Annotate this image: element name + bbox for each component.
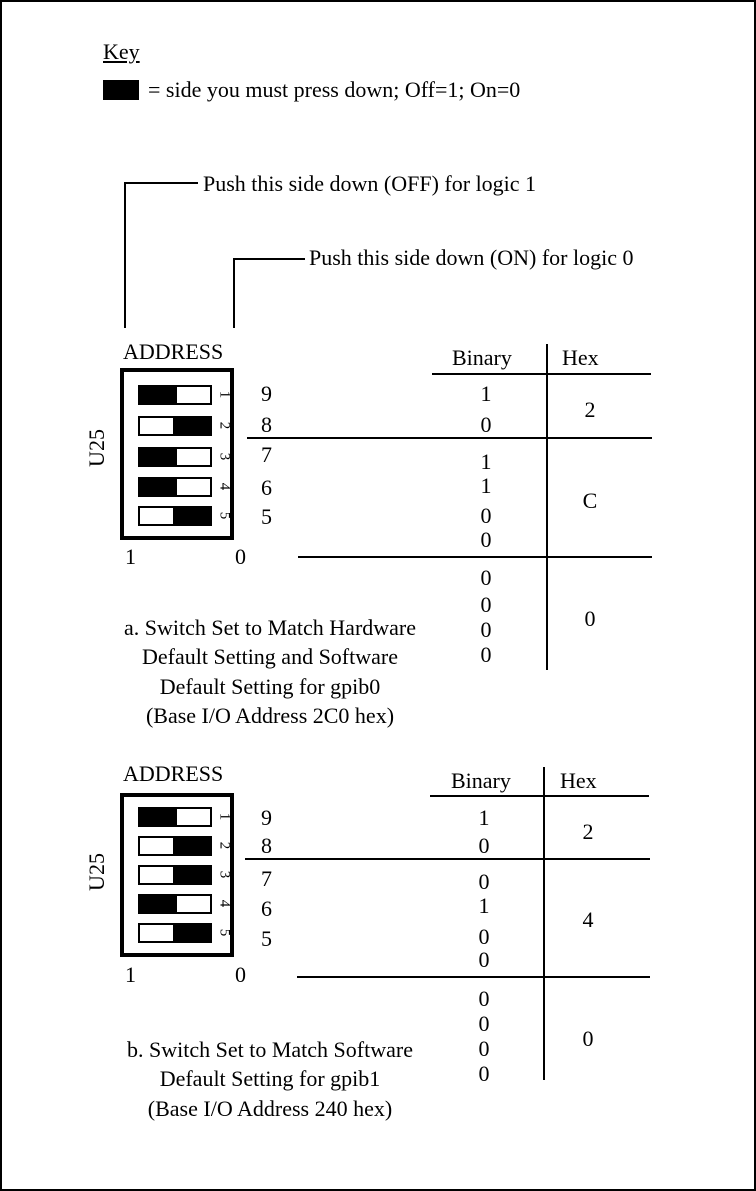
switch-number: 3 xyxy=(216,452,233,461)
callout-off-leader xyxy=(124,182,198,184)
caption-line: Default Setting and Software xyxy=(142,644,398,669)
caption-line: (Base I/O Address 2C0 hex) xyxy=(145,703,395,728)
binary-bit: 1 xyxy=(478,805,490,830)
switch-number: 4 xyxy=(216,899,233,908)
switch-number: 2 xyxy=(216,421,233,430)
scale-left-label: 1 xyxy=(125,962,136,987)
hex-header: Hex xyxy=(560,768,597,793)
switch-number: 1 xyxy=(216,812,233,821)
switch-number: 2 xyxy=(216,841,233,850)
address-bit-label: 7 xyxy=(261,442,272,467)
address-label: ADDRESS xyxy=(123,339,224,364)
binary-bit: 0 xyxy=(480,527,492,552)
callout-on-leader xyxy=(233,258,235,328)
caption-line: Default Setting for gpib0 xyxy=(159,674,381,699)
address-bit-label: 5 xyxy=(261,504,272,529)
group-divider xyxy=(298,556,652,558)
binary-bit: 0 xyxy=(478,869,490,894)
dip-switch-5[interactable] xyxy=(138,506,212,526)
binary-bit: 0 xyxy=(478,924,490,949)
switch-number: 4 xyxy=(216,482,233,491)
scale-right-label: 0 xyxy=(235,544,246,569)
address-bit-label: 6 xyxy=(261,896,272,921)
dip-switch-4[interactable] xyxy=(138,894,212,914)
address-bit-label: 8 xyxy=(261,412,272,437)
binary-header: Binary xyxy=(452,345,512,370)
binary-bit: 0 xyxy=(478,986,490,1011)
address-bit-label: 9 xyxy=(261,381,272,406)
dip-switch-1[interactable] xyxy=(138,807,212,827)
dip-switch-block: 1 2 3 4 5 xyxy=(120,793,234,957)
address-bit-label: 7 xyxy=(261,866,272,891)
address-label: ADDRESS xyxy=(123,761,224,786)
binary-bit: 1 xyxy=(480,381,492,406)
callout-off-label: Push this side down (OFF) for logic 1 xyxy=(203,171,537,196)
binary-bit: 0 xyxy=(478,1061,490,1086)
binary-bit: 0 xyxy=(478,833,490,858)
hex-digit: C xyxy=(582,488,598,513)
caption-line: Default Setting for gpib1 xyxy=(159,1066,381,1091)
dip-switch-2[interactable] xyxy=(138,416,212,436)
table-column-divider xyxy=(546,344,548,670)
group-divider xyxy=(245,858,650,860)
binary-bit: 0 xyxy=(480,617,492,642)
switch-number: 5 xyxy=(216,511,233,520)
callout-on-leader xyxy=(233,258,305,260)
binary-header: Binary xyxy=(451,768,511,793)
address-bit-label: 6 xyxy=(261,475,272,500)
address-bit-label: 8 xyxy=(261,833,272,858)
hex-digit: 0 xyxy=(582,1026,594,1051)
caption-line: b. Switch Set to Match Software xyxy=(127,1037,413,1062)
key-title: Key xyxy=(103,39,140,64)
dip-switch-5[interactable] xyxy=(138,923,212,943)
binary-bit: 0 xyxy=(480,592,492,617)
group-divider xyxy=(247,437,652,439)
binary-bit: 0 xyxy=(478,947,490,972)
table-column-divider xyxy=(543,767,545,1080)
scale-right-label: 0 xyxy=(235,962,246,987)
binary-bit: 0 xyxy=(478,1036,490,1061)
dip-switch-3[interactable] xyxy=(138,865,212,885)
binary-bit: 0 xyxy=(480,565,492,590)
switch-number: 1 xyxy=(216,390,233,399)
binary-bit: 0 xyxy=(478,1011,490,1036)
binary-bit: 1 xyxy=(480,473,492,498)
caption-line: a. Switch Set to Match Hardware xyxy=(123,615,417,640)
binary-bit: 1 xyxy=(478,893,490,918)
binary-bit: 1 xyxy=(480,449,492,474)
callout-on-label: Push this side down (ON) for logic 0 xyxy=(309,245,634,270)
dip-switch-block: 1 2 3 4 5 xyxy=(120,368,234,540)
dip-switch-1[interactable] xyxy=(138,385,212,405)
switch-number: 3 xyxy=(216,870,233,879)
dip-switch-3[interactable] xyxy=(138,447,212,467)
group-divider xyxy=(297,976,650,978)
hex-digit: 4 xyxy=(582,907,594,932)
binary-bit: 0 xyxy=(480,642,492,667)
address-bit-label: 5 xyxy=(261,926,272,951)
hex-header: Hex xyxy=(562,345,599,370)
chip-label: U25 xyxy=(83,853,109,891)
chip-label: U25 xyxy=(83,429,109,467)
table-header-rule xyxy=(430,795,649,797)
dip-switch-2[interactable] xyxy=(138,836,212,856)
binary-bit: 0 xyxy=(480,503,492,528)
scale-left-label: 1 xyxy=(125,544,136,569)
hex-digit: 2 xyxy=(582,819,594,844)
caption-line: (Base I/O Address 240 hex) xyxy=(147,1096,393,1121)
binary-bit: 0 xyxy=(480,412,492,437)
dip-switch-4[interactable] xyxy=(138,477,212,497)
key-description: = side you must press down; Off=1; On=0 xyxy=(148,77,521,102)
address-bit-label: 9 xyxy=(261,805,272,830)
table-header-rule xyxy=(432,373,651,375)
hex-digit: 0 xyxy=(584,606,596,631)
key-pressed-side-swatch xyxy=(103,80,139,100)
hex-digit: 2 xyxy=(584,397,596,422)
callout-off-leader xyxy=(124,182,126,328)
switch-number: 5 xyxy=(216,928,233,937)
